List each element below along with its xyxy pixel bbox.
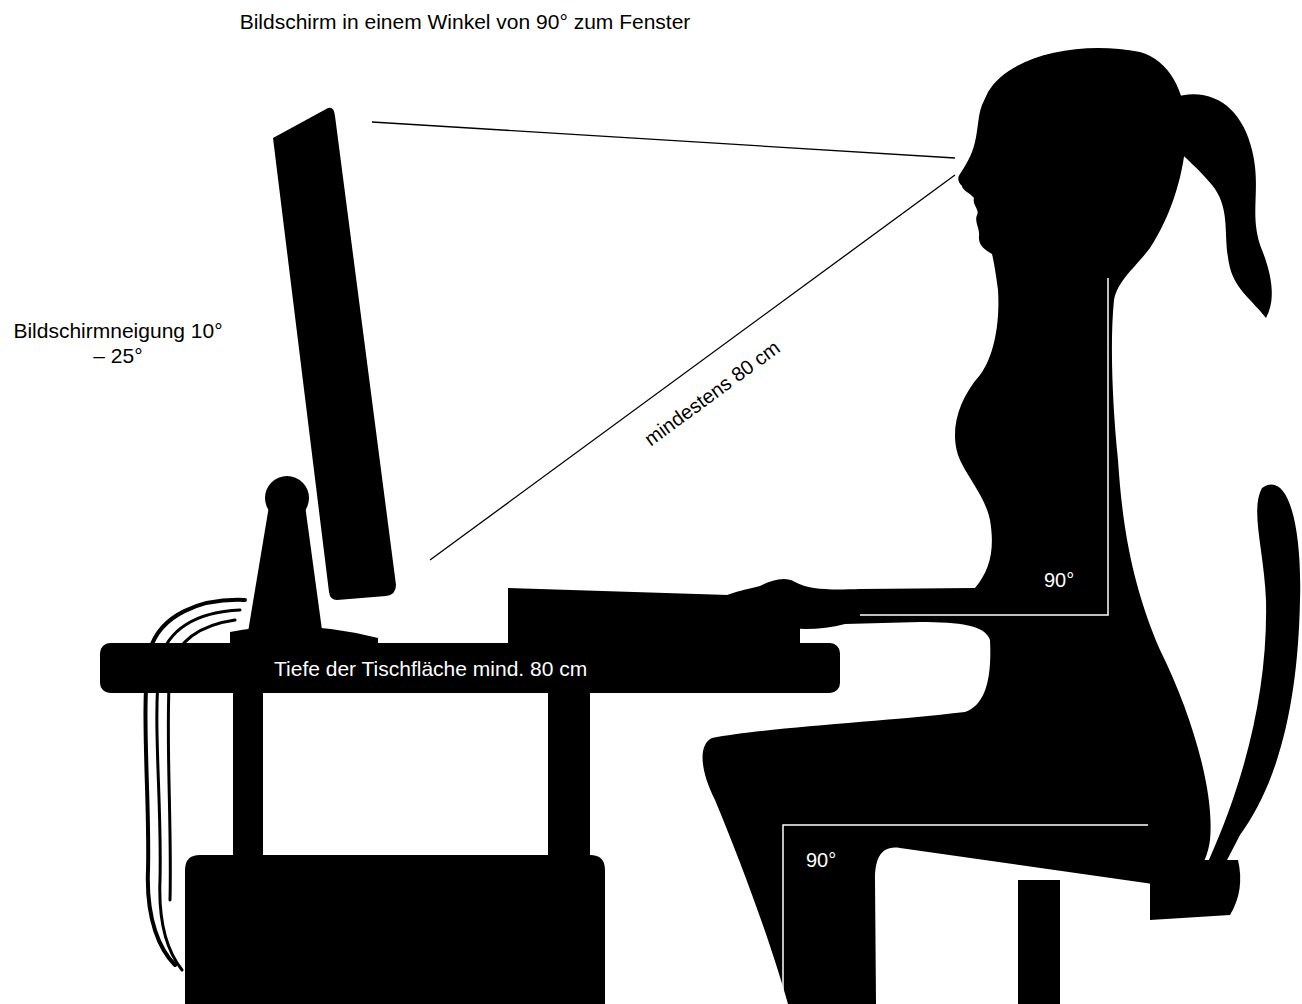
desk-depth-dimension: Tiefe der Tischfläche mind. 80 cm xyxy=(274,656,694,681)
woman-silhouette xyxy=(703,48,1211,1004)
monitor-stand xyxy=(248,500,322,632)
angle-label: 90° xyxy=(1044,568,1104,592)
sight-line xyxy=(372,122,955,158)
desk-leg xyxy=(233,690,263,860)
desk-cabinet xyxy=(185,855,605,1004)
angle-marker xyxy=(783,825,1148,1004)
angle-marker xyxy=(860,278,1108,615)
title: Bildschirm in einem Winkel von 90° zum F… xyxy=(140,9,790,34)
angle-label: 90° xyxy=(806,848,866,872)
chair-post xyxy=(1018,880,1060,1004)
desk-top xyxy=(100,643,840,693)
distance-dimension: mindestens 80 cm xyxy=(608,312,816,473)
screen-tilt-note: Bildschirmneigung 10° – 25° xyxy=(8,318,228,368)
ponytail xyxy=(1172,94,1272,318)
sight-line xyxy=(430,175,955,560)
desk-leg xyxy=(548,690,590,860)
monitor-base xyxy=(230,626,378,645)
chair-backrest xyxy=(1208,485,1300,862)
